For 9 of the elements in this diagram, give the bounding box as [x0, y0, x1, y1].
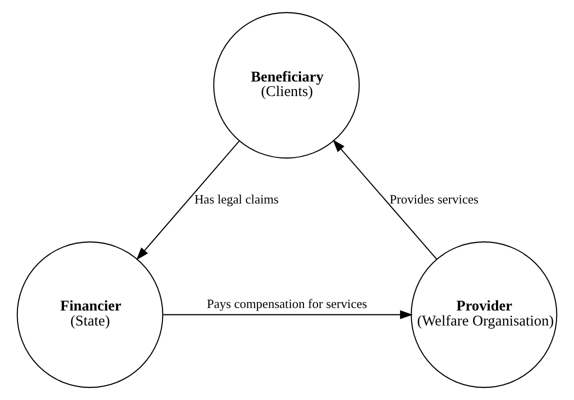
node-circle: Provider (Welfare Organisation) — [410, 241, 558, 388]
edge-label: Provides services — [390, 192, 478, 206]
node-circle: Beneficiary (Clients) — [213, 12, 360, 159]
arrow — [332, 140, 438, 260]
edge-label: Pays compensation for services — [206, 296, 368, 311]
node-circle: Financier (State) — [16, 241, 164, 388]
edge-label: Has legal claims — [194, 192, 279, 206]
arrow — [163, 310, 413, 320]
arrow — [136, 140, 240, 260]
